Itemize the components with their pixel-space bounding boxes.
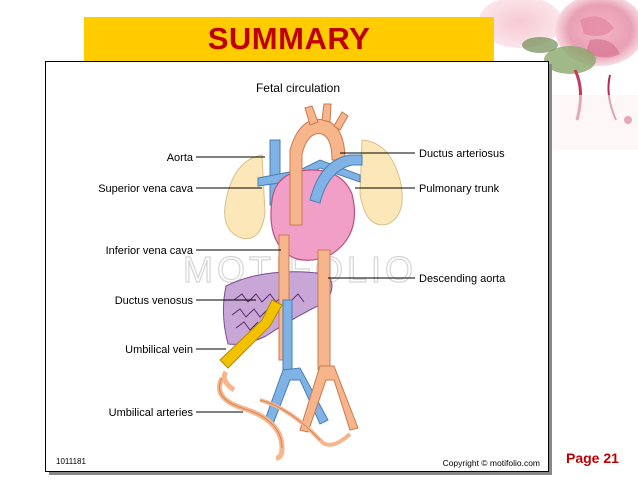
pointer-lines-left — [196, 156, 281, 413]
umbilical-vein-shape — [219, 299, 283, 369]
label-ductus-arteriosus: Ductus arteriosus — [419, 148, 505, 160]
umbilical-arteries-outline — [219, 377, 321, 449]
label-superior-vena-cava: Superior vena cava — [98, 183, 194, 195]
aorta-branches-shape — [304, 103, 349, 131]
slide-title: SUMMARY — [207, 21, 371, 56]
pointer-lines-right — [328, 152, 415, 279]
label-descending-aorta: Descending aorta — [419, 273, 506, 285]
frame-shadow — [549, 64, 552, 474]
diagram-heading: Fetal circulation — [256, 81, 340, 95]
ivc-lower-shape — [282, 299, 293, 381]
right-lung-shape — [359, 139, 403, 226]
label-pulmonary-trunk: Pulmonary trunk — [419, 183, 500, 195]
frame-shadow — [49, 472, 552, 475]
descending-aorta-shape — [317, 249, 331, 371]
liver-vessels-shape — [231, 293, 305, 331]
page-number: Page 21 — [566, 450, 619, 466]
label-umbilical-arteries: Umbilical arteries — [109, 407, 194, 419]
title-bar: SUMMARY — [84, 17, 494, 61]
label-umbilical-vein: Umbilical vein — [125, 344, 193, 356]
label-ductus-venosus: Ductus venosus — [115, 295, 194, 307]
label-aorta: Aorta — [167, 152, 194, 164]
footer-id: 1011181 — [56, 457, 87, 466]
pulmonary-trunk-shape — [309, 154, 363, 204]
diagram-frame — [45, 61, 549, 472]
left-lung-shape — [224, 154, 266, 240]
footer-copyright: Copyright © motifolio.com — [443, 458, 540, 468]
label-inferior-vena-cava: Inferior vena cava — [106, 245, 194, 257]
